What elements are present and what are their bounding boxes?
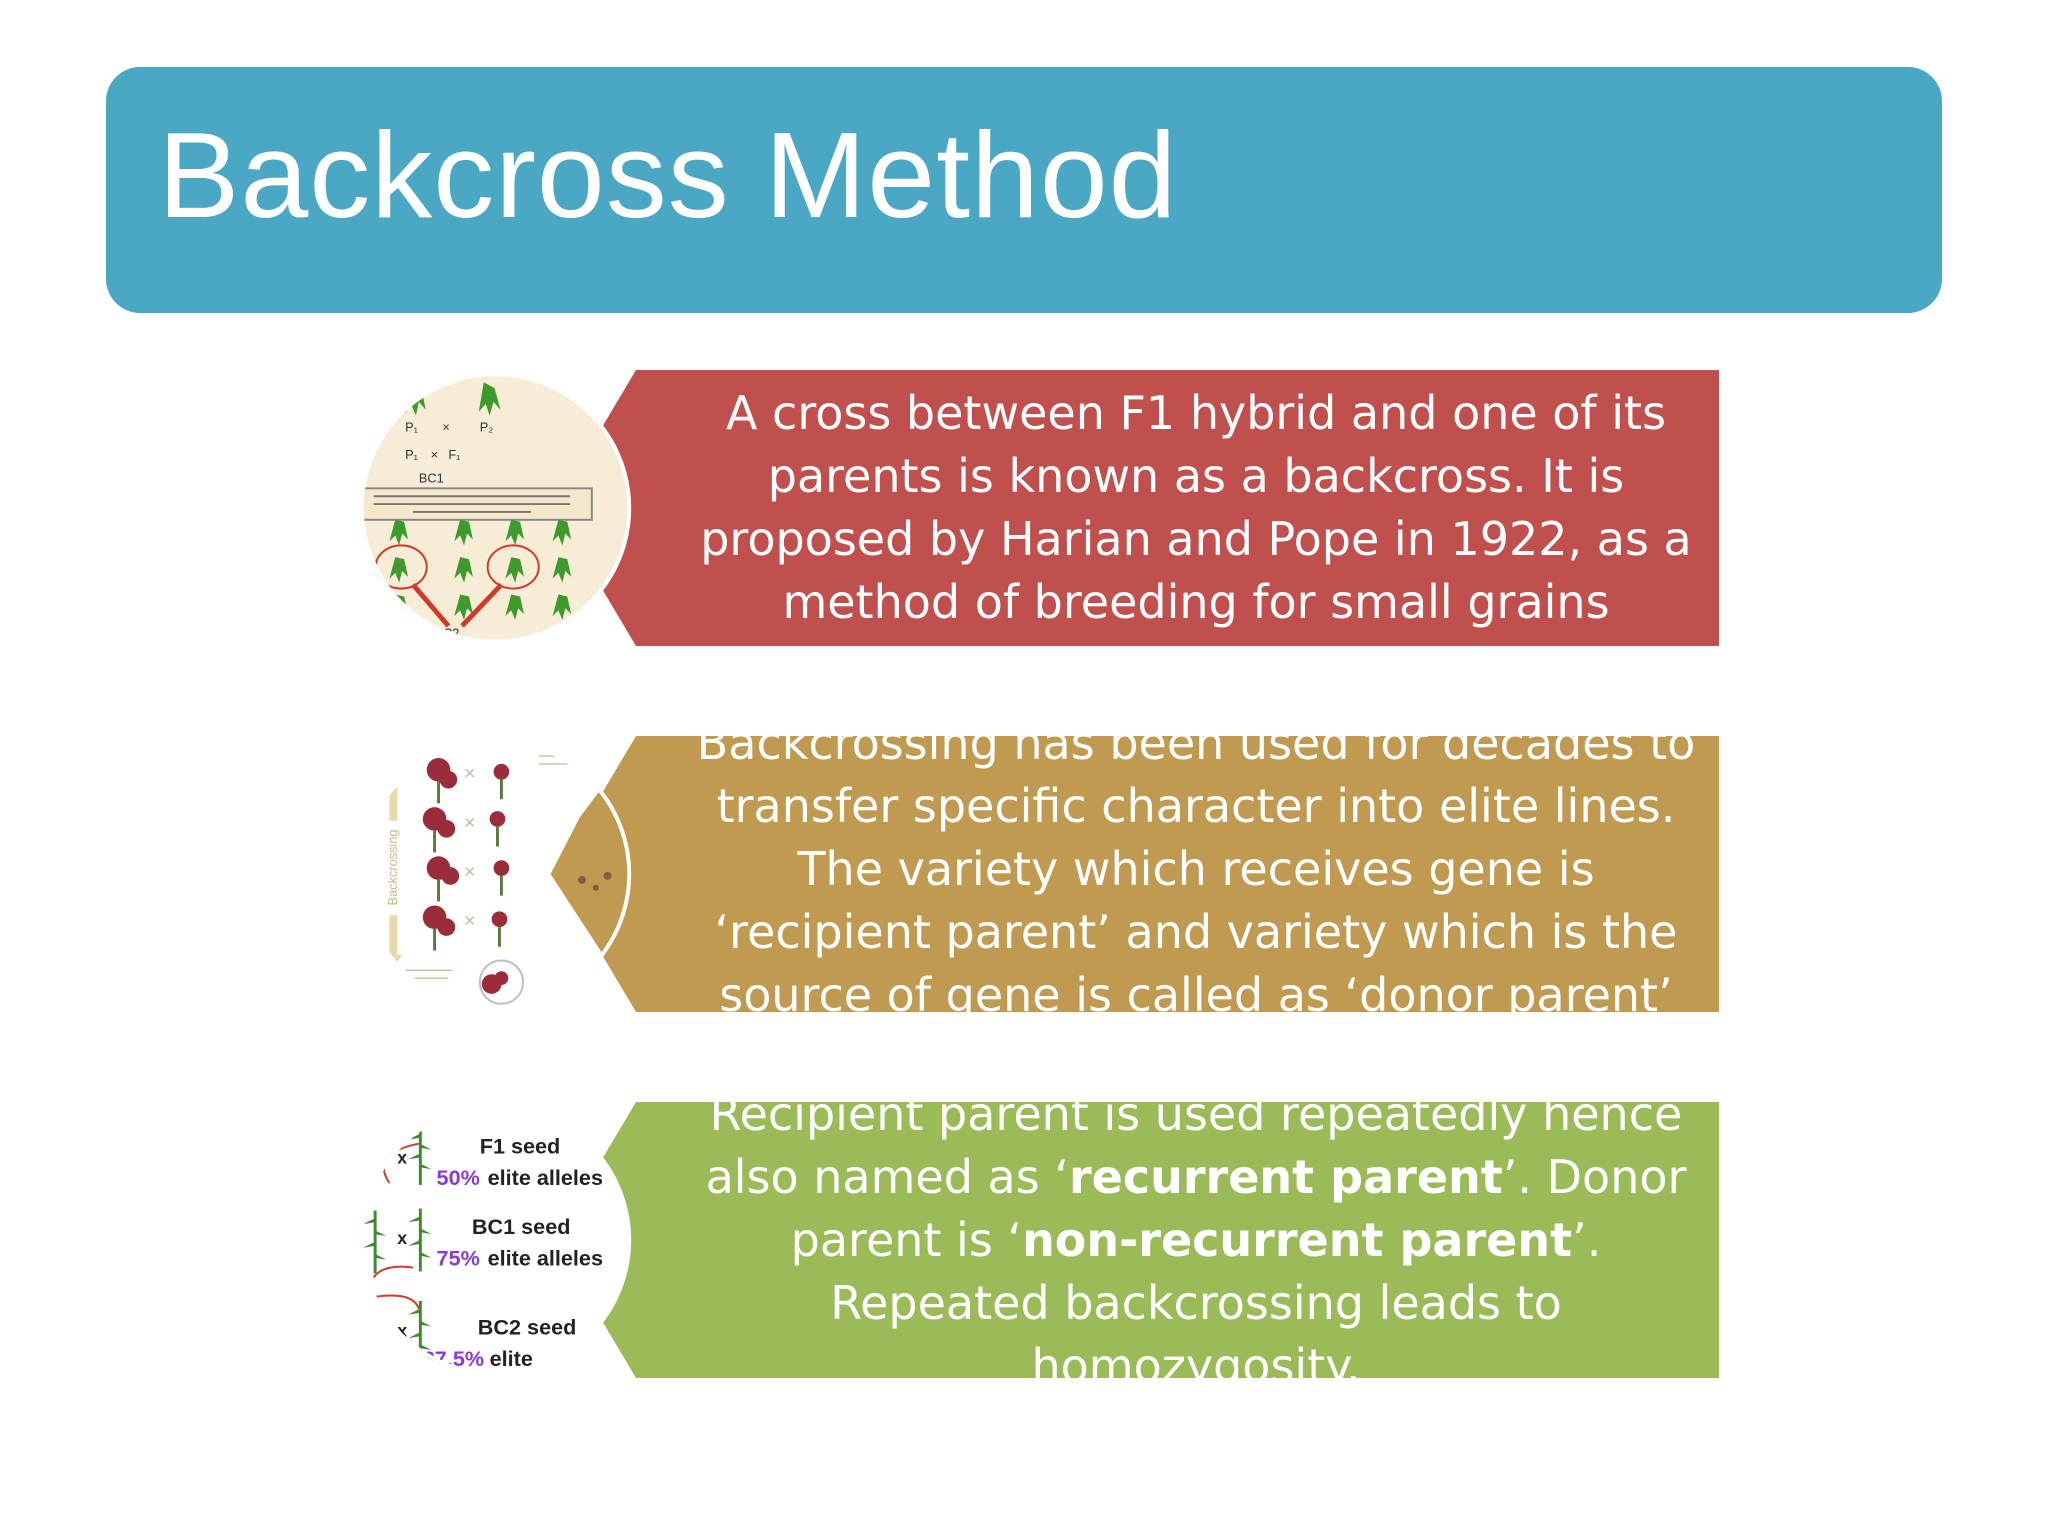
row-2-line-4: ‘recipient parent’ and variety which is … [714, 905, 1678, 959]
f1-label: F₁ [448, 447, 460, 462]
pct-75: 75% [437, 1246, 480, 1271]
cross-symbol-second: × [431, 447, 438, 462]
row-3-text: Recipient parent is used repeatedly henc… [676, 1102, 1716, 1378]
cross-x-3: x [397, 1320, 407, 1340]
row-3-band [554, 1102, 1719, 1378]
row-2-text: Backcrossing has been used for decades t… [676, 736, 1716, 1012]
row-2-line-5: source of gene is called as ‘donor paren… [719, 968, 1673, 1012]
pct-50: 50% [437, 1165, 480, 1190]
f1-seed-label: F1 seed [480, 1134, 560, 1159]
p1-label: P₁ [405, 419, 418, 434]
row-2-band [554, 736, 1719, 1012]
cross-x-1: x [397, 1147, 407, 1167]
row-2-diagram-image: Backcrossing [359, 738, 632, 1010]
row-3-text-e: ’. Repeated backcrossing leads to homozy… [830, 1212, 1602, 1379]
row-1-text: A cross between F1 hybrid and one of its… [676, 370, 1716, 646]
svg-text:×: × [464, 763, 475, 785]
bc1-label: BC1 [419, 470, 444, 485]
elite-alleles-2: elite alleles [488, 1246, 603, 1271]
recurrent-parent-term: recurrent parent [1068, 1149, 1503, 1204]
svg-text:×: × [464, 861, 475, 883]
row-1-band [554, 370, 1719, 646]
slide-title: Backcross Method [158, 107, 1178, 243]
row-3-text-a: Recipient parent is used repeatedly henc… [705, 1102, 1683, 1204]
row-2-line-3: The variety which receives gene is [797, 842, 1595, 896]
cross-x-2: x [397, 1228, 407, 1248]
title-banner [106, 67, 1942, 313]
elite-alleles-1: elite alleles [488, 1165, 603, 1190]
cross-symbol: × [442, 419, 449, 434]
bc1-seed-label: BC1 seed [472, 1214, 571, 1239]
content-row-3: x x x F1 seed 50% elite alleles BC1 seed… [354, 1102, 1719, 1378]
row-2-line-2: transfer specific character into elite l… [716, 779, 1676, 833]
row-1-diagram-image: P₁ × P₂ P₁ × F₁ BC1 [359, 372, 632, 644]
row-1-paragraph: A cross between F1 hybrid and one of its… [700, 386, 1692, 629]
bc2-seed-label: BC2 seed [478, 1314, 577, 1339]
svg-text:×: × [464, 812, 475, 834]
row-3-diagram-image: x x x F1 seed 50% elite alleles BC1 seed… [359, 1104, 632, 1376]
p1-label-second: P₁ [405, 447, 418, 462]
non-recurrent-parent-term: non-recurrent parent [1022, 1212, 1573, 1267]
content-row-2: Backcrossing [354, 736, 1719, 1012]
p2-label: P₂ [480, 419, 494, 434]
backcrossing-side-label: Backcrossing [385, 830, 400, 906]
elite-alleles-3: elite [490, 1346, 533, 1371]
row-2-line-1: Backcrossing has been used for decades t… [696, 736, 1696, 770]
row-3-text-c: ’. Donor parent is ‘ [790, 1149, 1687, 1267]
row-3-paragraph: Recipient parent is used repeatedly henc… [676, 1102, 1716, 1378]
content-row-1: P₁ × P₂ P₁ × F₁ BC1 [354, 370, 1719, 646]
svg-text:×: × [464, 910, 475, 932]
